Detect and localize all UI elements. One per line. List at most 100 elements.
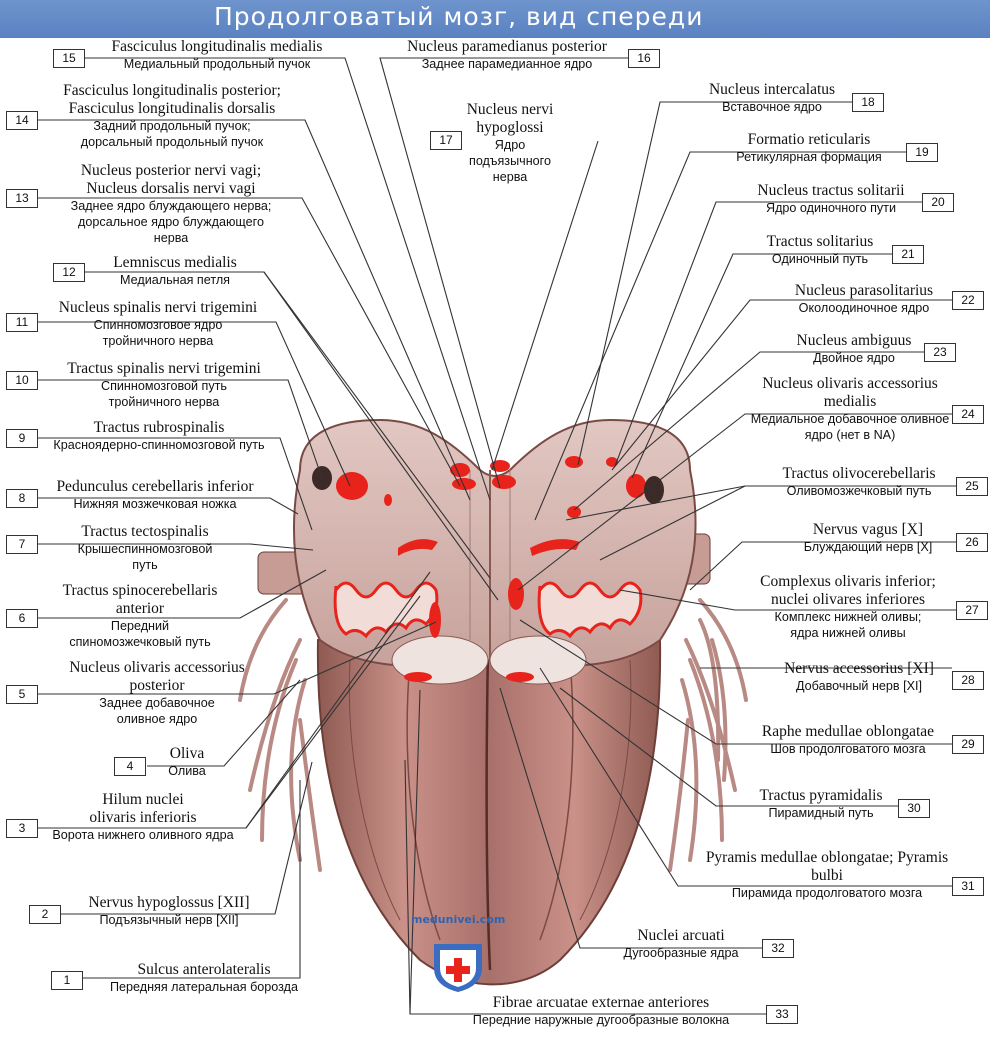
label-8-russian: Нижняя мозжечковая ножка [73,497,237,511]
label-13-latin: Nucleus posterior nervi vagi; Nucleus do… [80,162,262,197]
label-12-russian: Медиальная петля [120,273,230,287]
label-7-latin: Tractus tectospinalis [81,523,209,540]
label-number-1: 1 [51,971,83,990]
page-title: Продолговатый мозг, вид спереди [214,2,704,31]
label-11: Nucleus spinalis nervi trigemini Спинном… [40,299,276,349]
label-14: Fasciculus longitudinalis posterior; Fas… [40,82,304,150]
label-number-18: 18 [852,93,884,112]
label-1-latin: Sulcus anterolateralis [137,961,271,978]
label-24-russian: Медиальное добавочное оливное ядро (нет … [750,412,950,442]
label-23-latin: Nucleus ambiguus [796,332,912,349]
label-number-10: 10 [6,371,38,390]
label-33: Fibrae arcuatae externae anteriores Пере… [436,994,766,1028]
label-number-21: 21 [892,245,924,264]
label-14-latin: Fasciculus longitudinalis posterior; Fas… [63,82,281,117]
label-1: Sulcus anterolateralis Передняя латераль… [84,961,324,995]
label-15: Fasciculus longitudinalis medialis Медиа… [86,38,348,72]
label-11-latin: Nucleus spinalis nervi trigemini [58,299,258,316]
label-number-24: 24 [952,405,984,424]
label-20-latin: Nucleus tractus solitarii [757,182,905,199]
leader-lines [30,57,960,1015]
label-4-russian: Олива [168,764,206,778]
label-15-latin: Fasciculus longitudinalis medialis [111,38,323,55]
anterior-median-fissure [485,649,492,971]
label-number-9: 9 [6,429,38,448]
label-5: Nucleus olivaris accessorius posterior З… [40,659,274,727]
label-27-russian: Комплекс нижней оливы; ядра нижней оливы [774,610,922,640]
label-9: Tractus rubrospinalis Красноядерно-спинн… [38,419,280,453]
label-9-latin: Tractus rubrospinalis [93,419,225,436]
label-19-latin: Formatio reticularis [747,131,871,148]
label-18-russian: Вставочное ядро [722,100,822,114]
label-28-latin: Nervus accessorius [XI] [784,660,934,677]
label-7-russian: Крышеспинномозговой путь [77,542,213,572]
nerve-rootlets [238,598,748,872]
label-6: Tractus spinocerebellaris anterior Перед… [40,582,240,650]
label-3: Hilum nuclei olivaris inferioris Ворота … [40,791,246,843]
label-1-russian: Передняя латеральная борозда [109,980,299,994]
label-22-latin: Nucleus parasolitarius [794,282,934,299]
label-27: Complexus olivaris inferior; nuclei oliv… [740,573,956,641]
medulla-body [316,639,662,986]
label-4: Oliva Олива [150,745,224,779]
right-pyramid-section [489,635,587,685]
label-number-19: 19 [906,143,938,162]
label-19: Formatio reticularis Ретикулярная формац… [712,131,906,165]
label-2-latin: Nervus hypoglossus [XII] [88,894,250,911]
label-32: Nuclei arcuati Дугообразные ядра [600,927,762,961]
label-29-latin: Raphe medullae oblongatae [761,723,935,740]
label-9-russian: Красноядерно-спинномозговой путь [53,438,265,452]
label-number-8: 8 [6,489,38,508]
label-8-latin: Pedunculus cerebellaris inferior [56,478,254,495]
label-28: Nervus accessorius [XI] Добавочный нерв … [766,660,952,694]
label-30-latin: Tractus pyramidalis [759,787,883,804]
label-number-30: 30 [898,799,930,818]
label-number-22: 22 [952,291,984,310]
label-22-russian: Околоодиночное ядро [798,301,930,315]
label-19-russian: Ретикулярная формация [736,150,882,164]
label-number-27: 27 [956,601,988,620]
label-2: Nervus hypoglossus [XII] Подъязычный нер… [62,894,276,928]
red-nuclei [336,456,646,682]
label-5-latin: Nucleus olivaris accessorius posterior [69,659,245,694]
label-number-20: 20 [922,193,954,212]
label-4-latin: Oliva [169,745,205,762]
right-olivary-nucleus [537,581,643,639]
label-23-russian: Двойное ядро [813,351,895,365]
label-number-4: 4 [114,757,146,776]
label-23: Nucleus ambiguus Двойное ядро [784,332,924,366]
label-24-latin: Nucleus olivaris accessorius medialis [762,375,938,410]
label-25: Tractus olivocerebellaris Оливомозжечков… [762,465,956,499]
label-31-latin: Pyramis medullae oblongatae; Pyramis bul… [705,849,949,884]
label-26: Nervus vagus [X] Блуждающий нерв [X] [780,521,956,555]
label-number-13: 13 [6,189,38,208]
label-32-russian: Дугообразные ядра [623,946,739,960]
label-29-russian: Шов продолговатого мозга [770,742,926,756]
label-18-latin: Nucleus intercalatus [708,81,836,98]
label-number-33: 33 [766,1005,798,1024]
label-12-latin: Lemniscus medialis [113,254,237,271]
label-21-russian: Одиночный путь [771,252,869,266]
label-16-russian: Заднее парамедианное ядро [421,57,593,71]
label-number-17: 17 [430,131,462,150]
label-2-russian: Подъязычный нерв [XII] [99,913,239,927]
label-25-russian: Оливомозжечковый путь [786,484,932,498]
label-15-russian: Медиальный продольный пучок [123,57,311,71]
label-32-latin: Nuclei arcuati [637,927,725,944]
label-10: Tractus spinalis nervi trigemini Спинном… [40,360,288,410]
label-14-russian: Задний продольный пучок; дорсальный прод… [80,119,264,149]
label-27-latin: Complexus olivaris inferior; nuclei oliv… [760,573,936,608]
label-10-latin: Tractus spinalis nervi trigemini [67,360,261,377]
label-number-7: 7 [6,535,38,554]
label-7: Tractus tectospinalis Крышеспинномозгово… [40,523,250,573]
label-31-russian: Пирамида продолговатого мозга [731,886,923,900]
label-30: Tractus pyramidalis Пирамидный путь [744,787,898,821]
label-31: Pyramis medullae oblongatae; Pyramis bul… [702,849,952,901]
label-number-25: 25 [956,477,988,496]
label-20: Nucleus tractus solitarii Ядро одиночног… [740,182,922,216]
label-30-russian: Пирамидный путь [768,806,874,820]
watermark-shield-icon [434,944,482,992]
title-banner: Продолговатый мозг, вид спереди [0,0,990,38]
label-3-latin: Hilum nuclei olivaris inferioris [89,791,197,826]
left-pyramid-section [391,635,489,685]
